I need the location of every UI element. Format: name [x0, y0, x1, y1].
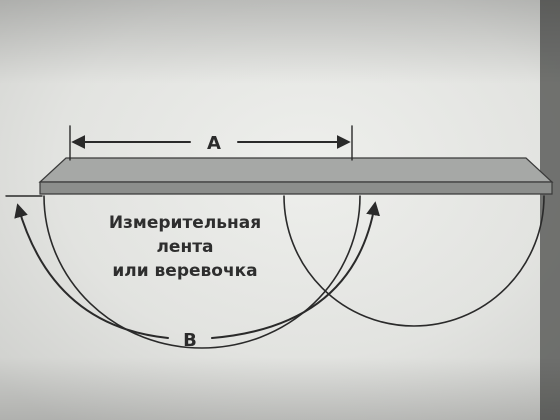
dimension-b-arrow-right [211, 201, 380, 339]
board-top-face [38, 157, 554, 183]
left-semicircle [43, 195, 361, 349]
tape-label-line-2: лента [156, 237, 213, 257]
dimension-b-arrow-left [14, 203, 169, 339]
dimension-a-label: A [207, 133, 221, 154]
dimension-b-label: B [183, 330, 197, 351]
tape-label-line-1: Измерительная [109, 213, 261, 233]
board-front-face [39, 181, 553, 195]
right-semicircle [283, 195, 545, 327]
tape-label-line-3: или веревочка [112, 261, 257, 281]
